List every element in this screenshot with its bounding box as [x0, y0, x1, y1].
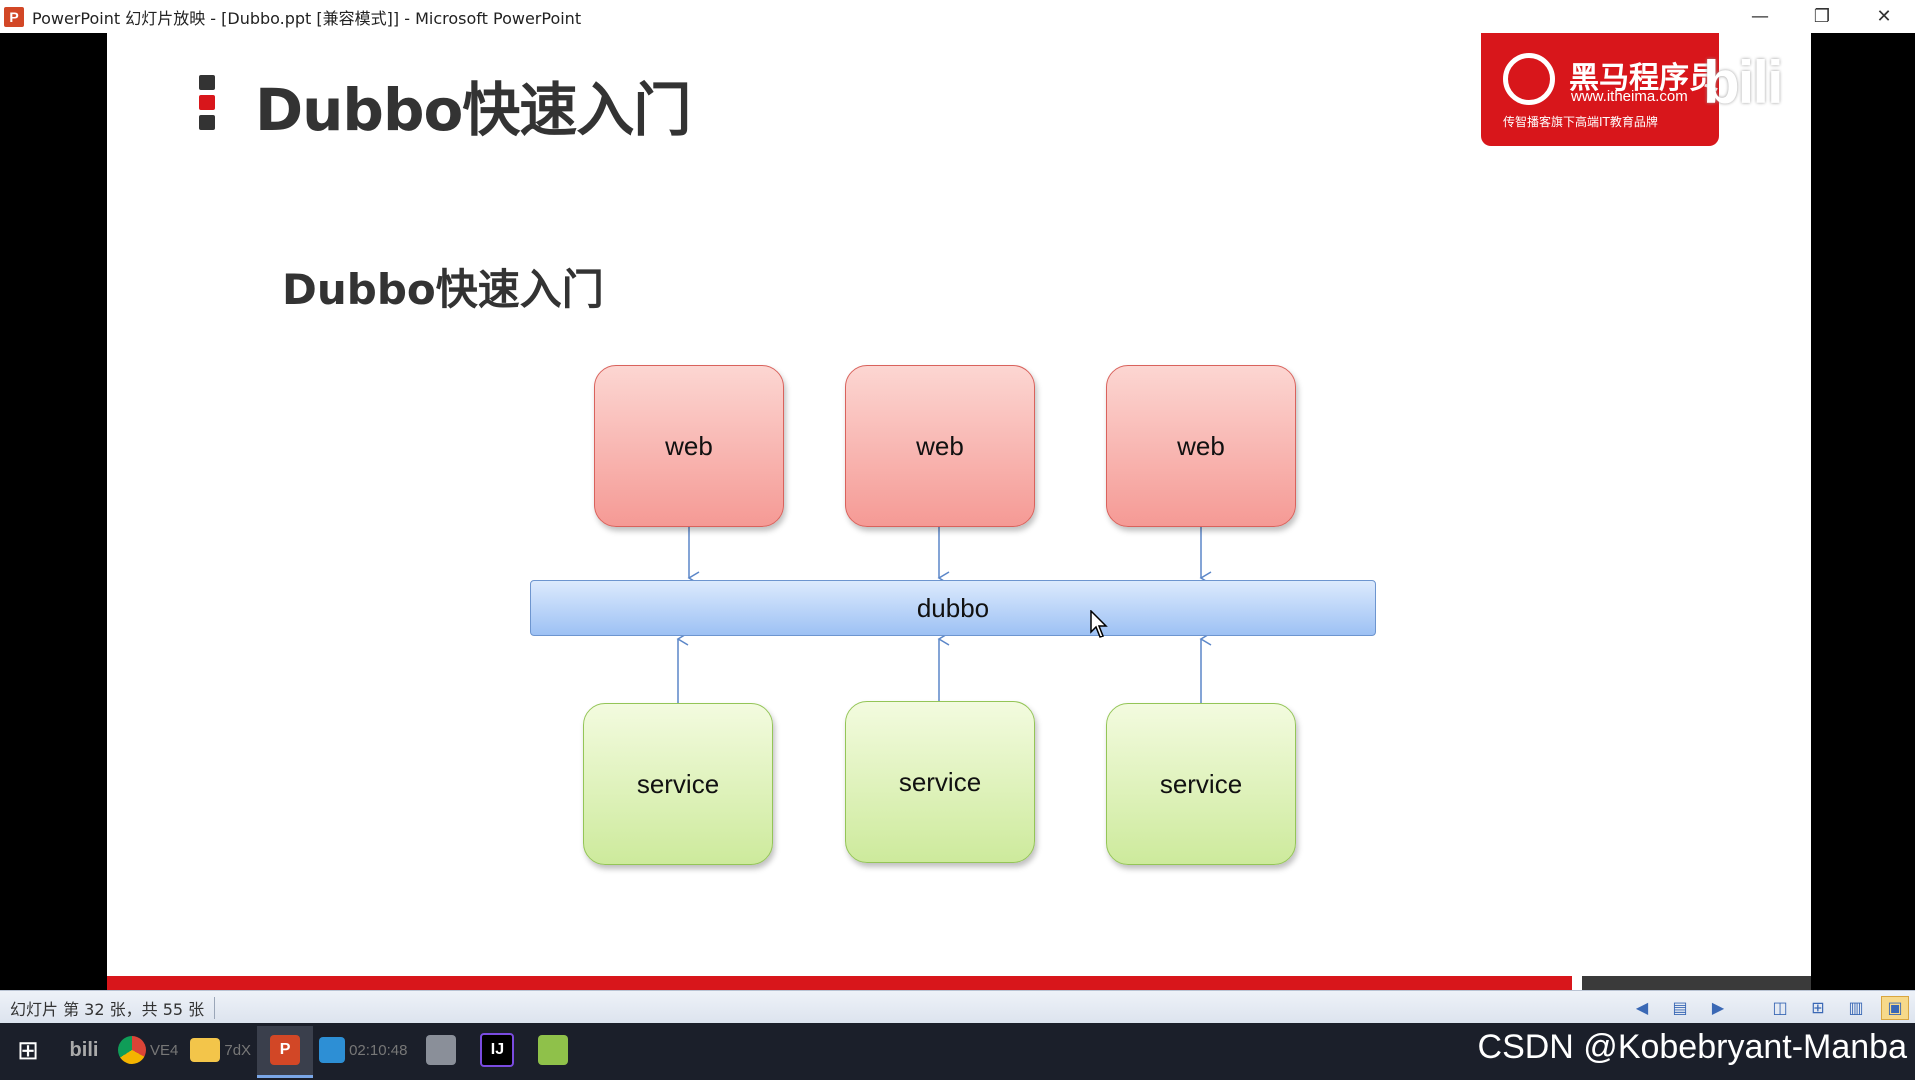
progress-remaining: [1582, 976, 1811, 990]
service-node-2: service: [845, 701, 1035, 863]
diagram-arrows: [676, 527, 1212, 703]
status-bar: 幻灯片 第 32 张，共 55 张 ◀ ▤ ▶ ◫ ⊞ ▥ ▣: [0, 990, 1915, 1024]
service-node-3: service: [1106, 703, 1296, 865]
notepad-icon: [538, 1035, 569, 1065]
slide-canvas[interactable]: Dubbo快速入门 黑马程序员 www.itheima.com 传智播客旗下高端…: [107, 33, 1811, 990]
itheima-logo: 黑马程序员 www.itheima.com 传智播客旗下高端IT教育品牌: [1481, 33, 1719, 146]
player-icon: [319, 1037, 346, 1063]
notes-icon[interactable]: ▤: [1672, 997, 1688, 1017]
slideshow-area[interactable]: Dubbo快速入门 黑马程序员 www.itheima.com 传智播客旗下高端…: [0, 33, 1915, 990]
taskbar-bilibili[interactable]: bili: [56, 1026, 112, 1078]
prev-slide-icon[interactable]: ◀: [1635, 997, 1649, 1017]
title-marker-icon: [199, 75, 217, 135]
service-node-1: service: [583, 703, 773, 865]
marker-block-3: [199, 115, 215, 130]
window-controls: — ❐ ✕: [1729, 0, 1915, 33]
chrome-icon: [118, 1036, 146, 1064]
next-slide-icon[interactable]: ▶: [1711, 997, 1725, 1017]
taskbar-chrome-label: VE4: [150, 1041, 179, 1059]
bilibili-icon: bili: [69, 1038, 99, 1061]
slide-title: Dubbo快速入门: [255, 76, 691, 144]
window-title: PowerPoint 幻灯片放映 - [Dubbo.ppt [兼容模式]] - …: [32, 8, 582, 28]
status-controls: ◀ ▤ ▶ ◫ ⊞ ▥ ▣: [1623, 991, 1915, 1024]
reading-view-icon[interactable]: ▥: [1848, 997, 1864, 1017]
restore-button[interactable]: ❐: [1813, 6, 1831, 27]
slide-subheading: Dubbo快速入门: [282, 265, 604, 314]
marker-block-1: [199, 75, 215, 90]
window-titlebar: P PowerPoint 幻灯片放映 - [Dubbo.ppt [兼容模式]] …: [0, 0, 1915, 33]
logo-url: www.itheima.com: [1571, 88, 1688, 105]
marker-block-2: [199, 95, 215, 110]
logo-name: 黑马程序员: [1569, 61, 1719, 96]
powerpoint-app-icon[interactable]: P: [4, 6, 24, 27]
taskbar-player-label: 02:10:48: [349, 1041, 408, 1059]
normal-view-icon[interactable]: ◫: [1772, 997, 1788, 1017]
taskbar-chrome[interactable]: VE4: [112, 1026, 184, 1078]
windows-taskbar: ⊞ bili VE4 7dX P 02:10:48 IJ: [0, 1023, 1915, 1080]
taskbar-app6[interactable]: [413, 1026, 469, 1078]
taskbar-notepad[interactable]: [525, 1026, 581, 1078]
progress-fill: [107, 976, 1572, 990]
logo-emblem-icon: [1503, 53, 1555, 105]
slideshow-icon[interactable]: ▣: [1881, 995, 1909, 1020]
taskbar-powerpoint[interactable]: P: [257, 1025, 314, 1078]
taskbar-explorer-label: 7dX: [224, 1041, 252, 1059]
csdn-watermark: CSDN @Kobebryant-Manba: [1477, 1028, 1907, 1066]
close-button[interactable]: ✕: [1876, 6, 1892, 27]
slide-counter: 幻灯片 第 32 张，共 55 张: [10, 999, 205, 1019]
minimize-button[interactable]: —: [1751, 6, 1769, 27]
logo-tagline: 传智播客旗下高端IT教育品牌: [1503, 115, 1658, 129]
bilibili-watermark: bili: [1703, 49, 1784, 116]
sorter-view-icon[interactable]: ⊞: [1811, 997, 1825, 1017]
status-divider: [214, 996, 216, 1019]
taskbar-explorer[interactable]: 7dX: [184, 1026, 257, 1078]
mouse-cursor-icon: [1090, 610, 1108, 638]
window-app-icon: [426, 1035, 457, 1065]
slideshow-progress: [107, 976, 1811, 990]
dubbo-bus: dubbo: [530, 580, 1376, 636]
folder-icon: [190, 1038, 221, 1062]
web-node-2: web: [845, 365, 1035, 527]
web-node-3: web: [1106, 365, 1296, 527]
taskbar-player[interactable]: 02:10:48: [313, 1026, 413, 1078]
windows-icon: ⊞: [17, 1034, 39, 1065]
powerpoint-icon: P: [270, 1035, 301, 1065]
web-node-1: web: [594, 365, 784, 527]
taskbar-idea[interactable]: IJ: [469, 1026, 525, 1078]
start-button[interactable]: ⊞: [0, 1026, 56, 1078]
intellij-icon: IJ: [480, 1033, 515, 1067]
